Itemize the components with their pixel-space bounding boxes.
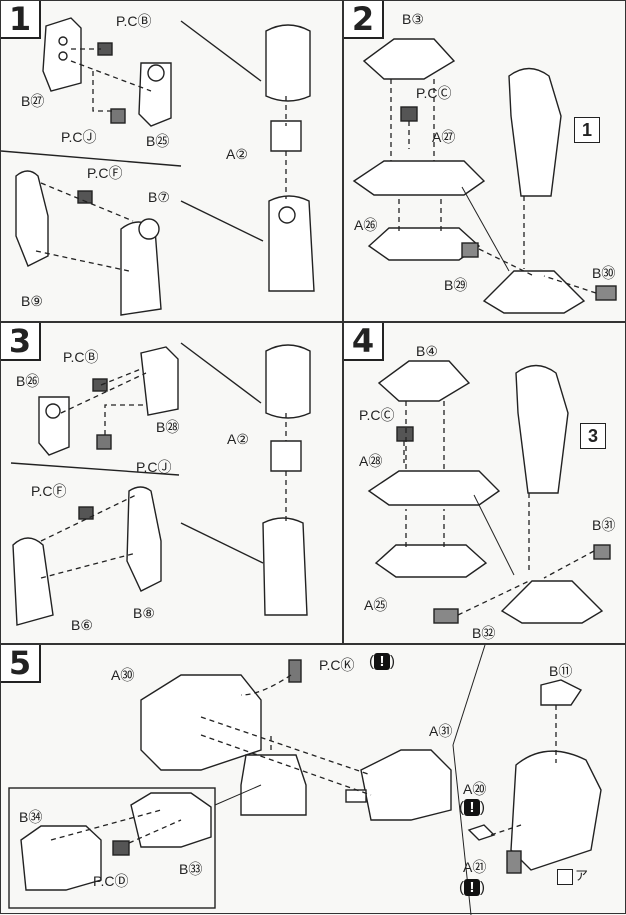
label-pc-k: P.CⓀ <box>319 657 355 673</box>
label-pc-b: P.CⒷ <box>63 349 99 365</box>
label-b31: B㉛ <box>592 517 616 533</box>
label-a31: A㉛ <box>429 723 453 739</box>
label-a25: A㉕ <box>364 597 388 613</box>
label-b26: B㉖ <box>16 373 40 389</box>
label-b30: B㉚ <box>592 265 616 281</box>
step-5-illustration <box>8 645 602 915</box>
step-number: 3 <box>1 323 41 361</box>
label-b3: B③ <box>402 11 424 27</box>
label-a27: A㉗ <box>432 129 456 145</box>
step-1-illustration <box>1 17 315 316</box>
label-b25: B㉕ <box>146 133 170 149</box>
step-number: 5 <box>1 645 41 683</box>
label-b28: B㉘ <box>156 419 180 435</box>
warn-glyph: ! <box>374 653 390 670</box>
warning-mark: (!) <box>369 653 395 670</box>
label-a26: A㉖ <box>354 217 378 233</box>
label-a2: A② <box>226 146 248 162</box>
label-b9: B⑨ <box>21 293 43 309</box>
label-b34: B㉞ <box>19 809 43 825</box>
ref-callout: 1 <box>574 117 600 143</box>
warning-mark-a20: (!) <box>459 799 485 816</box>
label-pc-d: P.CⒹ <box>93 873 129 889</box>
label-a30: A㉚ <box>111 667 135 683</box>
step-number: 2 <box>344 1 384 39</box>
label-pc-b: P.CⒷ <box>116 13 152 29</box>
warning-mark-a21: (!) <box>459 879 485 896</box>
step-1-panel: 1 <box>0 0 343 322</box>
label-a28: A㉘ <box>359 453 383 469</box>
label-pc-j: P.CⒿ <box>61 129 97 145</box>
label-pc-f: P.CⒻ <box>87 165 123 181</box>
step-number: 1 <box>1 1 41 39</box>
step-2-illustration <box>352 38 617 314</box>
step-4-illustration <box>367 360 611 624</box>
label-a2: A② <box>227 431 249 447</box>
step-4-panel: 4 B④ P.CⒸ A㉘ A㉕ B㉜ B㉛ 3 <box>343 322 626 644</box>
label-b7: B⑦ <box>148 189 170 205</box>
label-pc-c: P.CⒸ <box>359 407 395 423</box>
step-3-panel: 3 P.CⒷ B㉖ B㉘ P.CⒿ A② P <box>0 322 343 644</box>
step-number: 4 <box>344 323 384 361</box>
label-b32: B㉜ <box>472 625 496 641</box>
step-5-panel: 5 <box>0 644 626 915</box>
label-b11: B⑪ <box>549 663 573 679</box>
label-a20: A⑳ <box>463 781 487 797</box>
ref-callout: 3 <box>580 423 606 449</box>
warn-glyph: ! <box>464 799 480 816</box>
label-pc-c: P.CⒸ <box>416 85 452 101</box>
sticker-ref: ア <box>557 865 588 885</box>
label-b6: B⑥ <box>71 617 93 633</box>
label-b33: B㉝ <box>179 861 203 877</box>
warn-glyph: ! <box>464 879 480 896</box>
sticker-label: ア <box>575 868 589 883</box>
label-b29: B㉙ <box>444 277 468 293</box>
label-b4: B④ <box>416 343 438 359</box>
label-b27: B㉗ <box>21 93 45 109</box>
sticker-icon <box>557 868 573 885</box>
label-b8: B⑧ <box>133 605 155 621</box>
label-pc-f: P.CⒻ <box>31 483 67 499</box>
label-pc-j: P.CⒿ <box>136 459 172 475</box>
step-2-panel: 2 B③ P.CⒸ A㉗ A㉖ B㉙ B㉚ 1 <box>343 0 626 322</box>
label-a21: A㉑ <box>463 859 487 875</box>
step-3-illustration <box>10 342 311 626</box>
